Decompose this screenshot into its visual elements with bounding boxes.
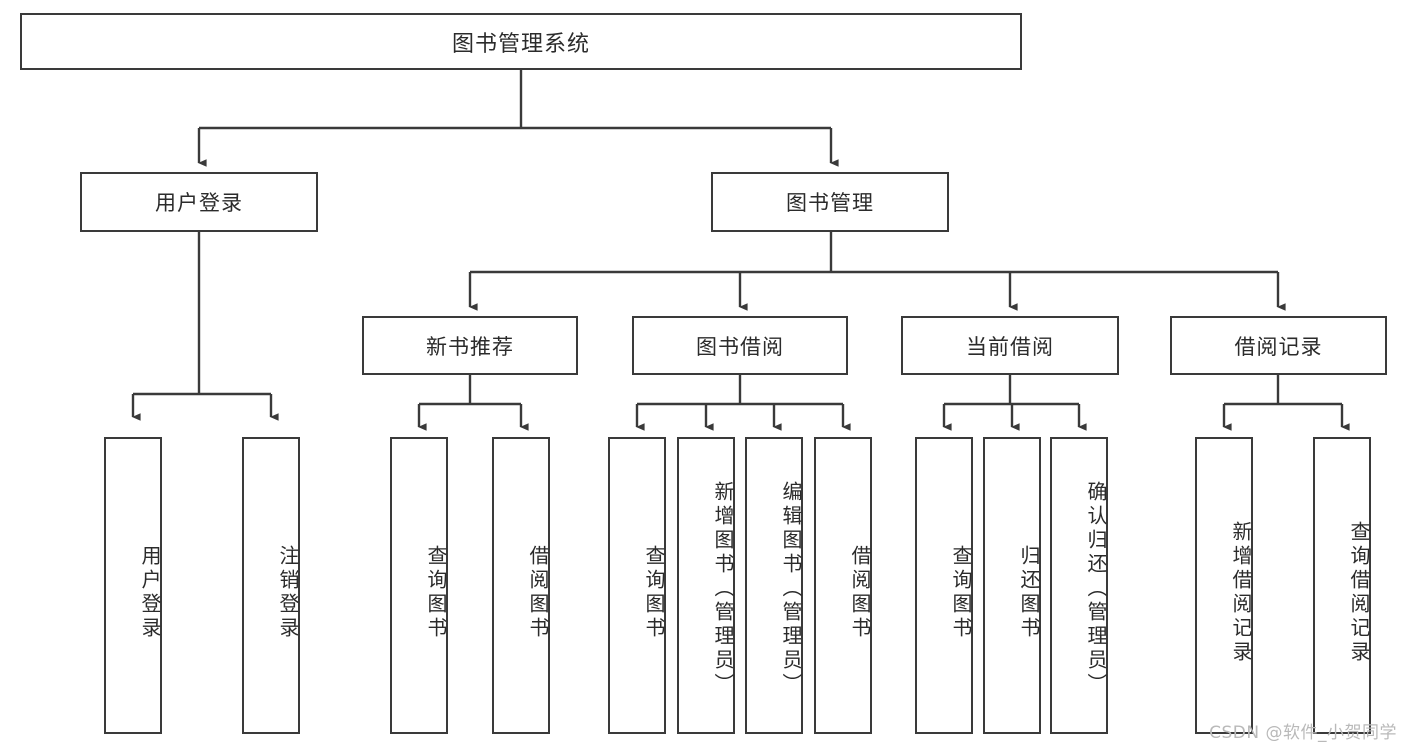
node-book-borrow[interactable]: 图书借阅 (632, 316, 848, 375)
node-label: 图书管理系统 (451, 31, 590, 57)
leaf-record-add-record[interactable]: 新增借阅记录 (1195, 437, 1253, 734)
leaf-recommend-query-book[interactable]: 查询图书 (390, 437, 448, 734)
node-label: 查询图书 (424, 544, 448, 641)
node-new-book-recommend[interactable]: 新书推荐 (362, 316, 578, 375)
node-label: 查询图书 (642, 544, 666, 641)
leaf-user-login-login[interactable]: 用户登录 (104, 437, 162, 734)
leaf-current-confirm-return-admin[interactable]: 确认归还（管理员） (1050, 437, 1108, 734)
watermark: CSDN @软件_小贺同学 (1209, 723, 1397, 743)
leaf-borrow-add-book-admin[interactable]: 新增图书（管理员） (677, 437, 735, 734)
node-label: 查询图书 (949, 544, 973, 641)
node-current-borrow[interactable]: 当前借阅 (901, 316, 1119, 375)
node-label: 归还图书 (1017, 544, 1041, 641)
node-label: 新增图书（管理员） (711, 480, 735, 697)
node-label: 图书管理 (786, 191, 874, 215)
leaf-recommend-borrow-book[interactable]: 借阅图书 (492, 437, 550, 734)
node-label: 借阅记录 (1234, 334, 1323, 359)
leaf-borrow-edit-book-admin[interactable]: 编辑图书（管理员） (745, 437, 803, 734)
node-label: 借阅图书 (526, 544, 550, 641)
leaf-current-return-book[interactable]: 归还图书 (983, 437, 1041, 734)
node-borrow-record[interactable]: 借阅记录 (1170, 316, 1387, 375)
node-root-system[interactable]: 图书管理系统 (20, 13, 1022, 70)
node-label: 图书借阅 (696, 334, 784, 359)
node-book-management[interactable]: 图书管理 (711, 172, 949, 232)
leaf-user-login-logout[interactable]: 注销登录 (242, 437, 300, 734)
node-label: 用户登录 (155, 191, 243, 215)
node-label: 借阅图书 (848, 544, 872, 641)
node-label: 注销登录 (276, 544, 300, 641)
node-label: 新书推荐 (426, 334, 514, 359)
node-label: 用户登录 (138, 544, 162, 641)
leaf-borrow-query-book[interactable]: 查询图书 (608, 437, 666, 734)
leaf-borrow-borrow-book[interactable]: 借阅图书 (814, 437, 872, 734)
leaf-record-query-record[interactable]: 查询借阅记录 (1313, 437, 1371, 734)
leaf-current-query-book[interactable]: 查询图书 (915, 437, 973, 734)
node-label: 当前借阅 (966, 334, 1054, 359)
node-label: 查询借阅记录 (1347, 520, 1371, 665)
node-label: 新增借阅记录 (1229, 520, 1253, 665)
node-label: 确认归还（管理员） (1084, 480, 1108, 697)
node-user-login[interactable]: 用户登录 (80, 172, 318, 232)
node-label: 编辑图书（管理员） (779, 480, 803, 697)
